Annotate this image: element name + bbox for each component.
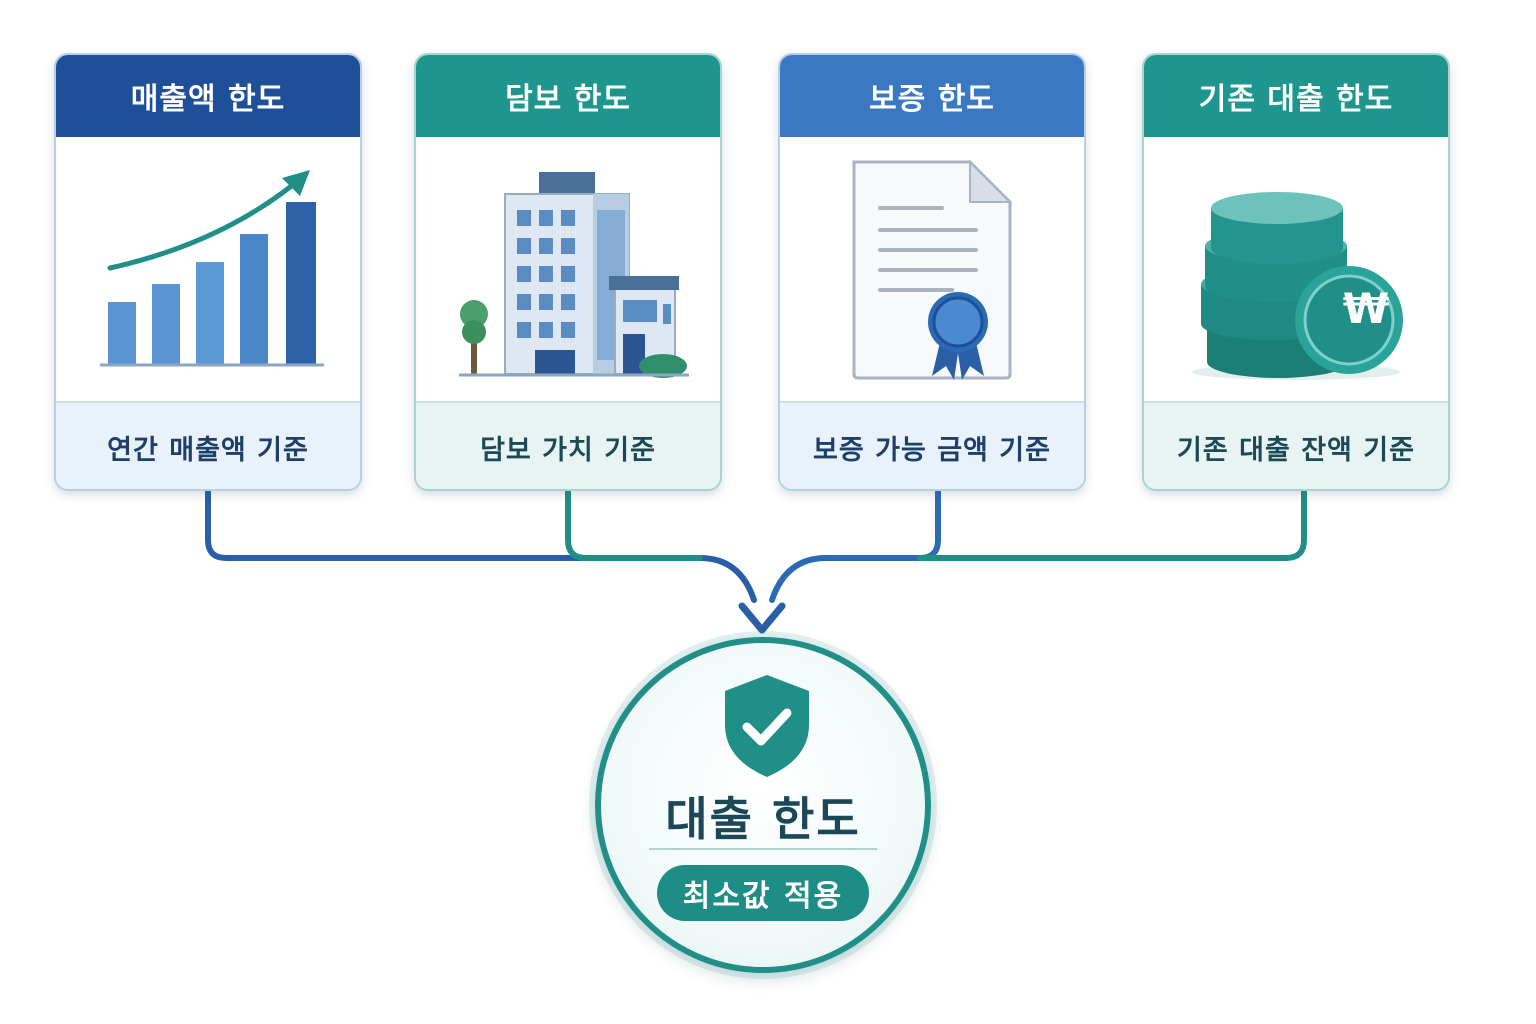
card-revenue-limit: 매출액 한도 연간 매출액 기준 <box>54 53 362 491</box>
card-header: 기존 대출 한도 <box>1144 55 1448 137</box>
coin-stack-won-icon <box>1192 192 1403 380</box>
building-icon <box>459 172 689 378</box>
loan-limit-result: 대출 한도 최소값 적용 <box>595 637 931 973</box>
card-header: 매출액 한도 <box>56 55 360 137</box>
card-header: 보증 한도 <box>780 55 1084 137</box>
card-header: 담보 한도 <box>416 55 720 137</box>
connector-line-2 <box>565 489 703 561</box>
result-badge: 최소값 적용 <box>657 865 869 921</box>
card-collateral-limit: 담보 한도 <box>414 53 722 491</box>
shield-check-icon <box>725 675 809 777</box>
card-subtitle: 보증 가능 금액 기준 <box>780 403 1084 489</box>
won-symbol-text: ₩ <box>1342 284 1390 333</box>
result-divider <box>649 848 877 850</box>
bar-chart-growth-icon <box>100 170 324 367</box>
connector-line-3 <box>769 489 941 603</box>
card-existing-loan-limit: 기존 대출 한도 <box>1142 53 1450 491</box>
card-subtitle: 담보 가치 기준 <box>416 403 720 489</box>
arrow-head <box>738 602 786 634</box>
result-title: 대출 한도 <box>665 792 861 846</box>
certificate-icon <box>852 159 1013 380</box>
connector-line-4 <box>917 489 1307 561</box>
card-subtitle: 연간 매출액 기준 <box>56 403 360 489</box>
card-guarantee-limit: 보증 한도 보증 가능 금액 기준 <box>778 53 1086 491</box>
card-subtitle: 기존 대출 잔액 기준 <box>1144 403 1448 489</box>
connector-line-1 <box>205 489 757 603</box>
